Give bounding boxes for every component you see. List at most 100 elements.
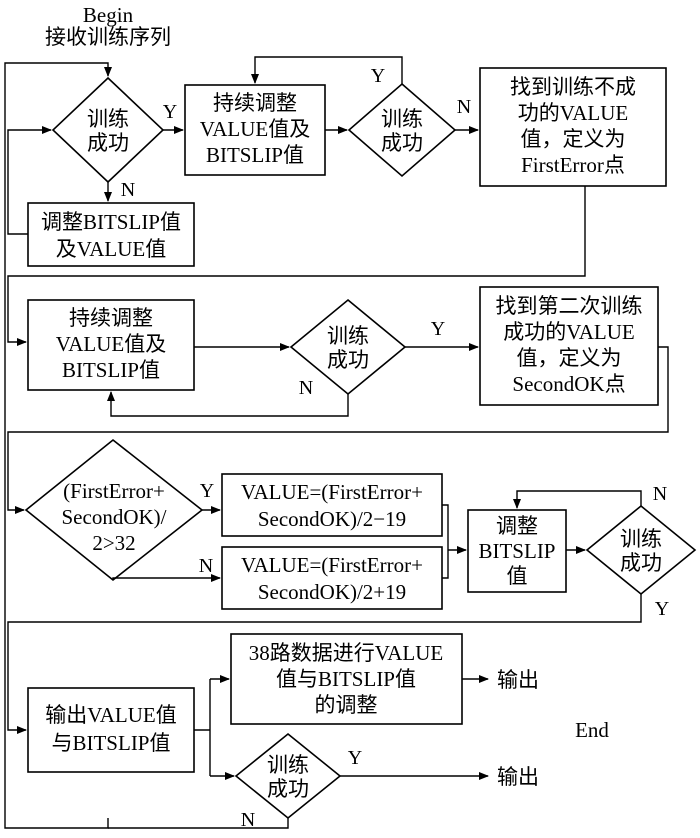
box-output-values-shape	[27, 687, 195, 773]
box-adjust-bitslip-text-1: 调整	[496, 514, 538, 538]
edge-row2-to-row3	[7, 346, 669, 514]
edge-output-branch-vertical	[194, 679, 211, 776]
decision-compare-text-1: (FirstError+	[63, 479, 165, 503]
decision-d5-text-1: 训练	[620, 527, 662, 551]
box-second-ok-text-2: 成功的VALUE	[503, 320, 634, 344]
decision-d6-text-2: 成功	[267, 777, 309, 801]
label-output-1: 输出	[497, 668, 539, 692]
box-output-values: 输出VALUE值 与BITSLIP值	[27, 687, 195, 773]
label-d5-yes: Y	[655, 598, 669, 620]
box-value-minus: VALUE=(FirstError+ SecondOK)/2−19	[221, 473, 443, 537]
box-continue-adjust-2-shape	[27, 299, 195, 391]
decision-d3: 训练 成功	[289, 298, 407, 396]
decision-d3-text-1: 训练	[327, 324, 369, 348]
decision-compare: (FirstError+ SecondOK)/ 2>32	[24, 438, 204, 582]
box-continue-adjust-1-shape	[184, 84, 326, 176]
label-compare-no: N	[199, 555, 213, 577]
box-continue-adjust-1: 持续调整 VALUE值及 BITSLIP值	[184, 84, 326, 176]
start-label: Begin 接收训练序列	[45, 3, 171, 49]
box-adjust-initial-shape	[27, 202, 195, 267]
box-channels-adjust-text-1: 38路数据进行VALUE	[249, 641, 443, 665]
decision-d5: 训练 成功	[585, 504, 697, 596]
box-first-error-text-4: FirstError点	[521, 153, 625, 177]
box-value-minus-text-2: SecondOK)/2−19	[258, 507, 406, 531]
edge-row1-to-row2	[7, 186, 586, 346]
start-receive-text: 接收训练序列	[45, 25, 171, 49]
box-second-ok: 找到第二次训练 成功的VALUE 值，定义为 SecondOK点	[479, 286, 659, 406]
box-second-ok-text-3: 值，定义为	[517, 346, 622, 370]
decision-compare-text-2: SecondOK)/	[62, 505, 167, 529]
decision-d6: 训练 成功	[234, 732, 342, 820]
box-second-ok-shape	[479, 286, 659, 406]
edge-d3-no-loop	[107, 391, 349, 417]
box-continue-adjust-2-text-3: BITSLIP值	[62, 358, 160, 382]
box-output-values-text-2: 与BITSLIP值	[51, 731, 170, 755]
box-first-error-text-3: 值，定义为	[521, 127, 626, 151]
label-d1-no: N	[121, 179, 135, 201]
box-value-minus-shape	[221, 473, 443, 537]
box-channels-adjust-shape	[230, 633, 463, 725]
label-d5-no: N	[653, 483, 667, 505]
box-adjust-bitslip: 调整 BITSLIP 值	[467, 509, 567, 593]
box-continue-adjust-1-text-2: VALUE值及	[200, 117, 310, 141]
label-output-2: 输出	[497, 765, 539, 789]
box-continue-adjust-2-text-1: 持续调整	[69, 306, 153, 330]
box-value-plus-shape	[221, 546, 443, 610]
label-d6-yes: Y	[348, 747, 362, 769]
label-d2-no: N	[457, 96, 471, 118]
decision-compare-text-3: 2>32	[92, 531, 135, 555]
label-d3-yes: Y	[431, 318, 445, 340]
decision-d2-text-1: 训练	[381, 107, 423, 131]
box-adjust-initial-text-2: 及VALUE值	[56, 237, 166, 261]
box-adjust-bitslip-text-2: BITSLIP	[478, 539, 555, 563]
box-channels-adjust-text-3: 的调整	[315, 693, 378, 717]
box-continue-adjust-1-text-1: 持续调整	[213, 91, 297, 115]
edge-plus-to-merge	[442, 550, 449, 579]
start-begin-text: Begin	[83, 3, 134, 27]
label-d1-yes: Y	[163, 101, 177, 123]
box-channels-adjust: 38路数据进行VALUE 值与BITSLIP值 的调整	[230, 633, 463, 725]
decision-d3-text-2: 成功	[327, 348, 369, 372]
box-value-plus-text-2: SecondOK)/2+19	[258, 580, 406, 604]
edge-b1-back-to-d1	[7, 126, 52, 235]
box-output-values-text-1: 输出VALUE值	[45, 703, 176, 727]
label-d6-no: N	[241, 809, 255, 831]
edge-d5-no-loop	[513, 490, 642, 509]
box-first-error: 找到训练不成 功的VALUE 值，定义为 FirstError点	[479, 67, 667, 187]
box-adjust-initial-text-1: 调整BITSLIP值	[41, 210, 181, 234]
box-second-ok-text-4: SecondOK点	[512, 372, 625, 396]
decision-d1: 训练 成功	[51, 76, 165, 184]
end-label: End	[575, 718, 609, 742]
decision-d6-text-1: 训练	[267, 753, 309, 777]
box-value-minus-text-1: VALUE=(FirstError+	[241, 480, 423, 504]
box-value-plus: VALUE=(FirstError+ SecondOK)/2+19	[221, 546, 443, 610]
box-continue-adjust-2: 持续调整 VALUE值及 BITSLIP值	[27, 299, 195, 391]
box-continue-adjust-1-text-3: BITSLIP值	[206, 143, 304, 167]
box-adjust-bitslip-text-3: 值	[507, 564, 528, 588]
box-first-error-text-1: 找到训练不成	[510, 75, 636, 99]
box-channels-adjust-text-2: 值与BITSLIP值	[276, 667, 416, 691]
box-continue-adjust-2-text-2: VALUE值及	[56, 332, 166, 356]
box-value-plus-text-1: VALUE=(FirstError+	[241, 553, 423, 577]
box-adjust-bitslip-shape	[467, 509, 567, 593]
edge-d6-no	[108, 818, 289, 829]
label-d2-yes: Y	[371, 65, 385, 87]
edge-compare-no	[112, 574, 221, 582]
decision-d2-text-2: 成功	[381, 131, 423, 155]
decision-d5-text-2: 成功	[620, 551, 662, 575]
edge-minus-to-merge	[442, 504, 449, 550]
edge-row3-to-row4	[7, 594, 642, 734]
box-adjust-initial: 调整BITSLIP值 及VALUE值	[27, 202, 195, 267]
box-first-error-shape	[479, 67, 667, 187]
edge-d2-yes-loop	[251, 56, 403, 84]
box-second-ok-text-1: 找到第二次训练	[496, 294, 643, 318]
label-compare-yes: Y	[200, 480, 214, 502]
label-d3-no: N	[299, 377, 313, 399]
edge-left-rail-loop	[4, 62, 112, 829]
decision-d1-text-2: 成功	[87, 131, 129, 155]
decision-d2: 训练 成功	[347, 82, 457, 178]
decision-d1-text-1: 训练	[87, 107, 129, 131]
decision-d2-shape	[347, 82, 457, 178]
box-first-error-text-2: 功的VALUE	[518, 101, 628, 125]
